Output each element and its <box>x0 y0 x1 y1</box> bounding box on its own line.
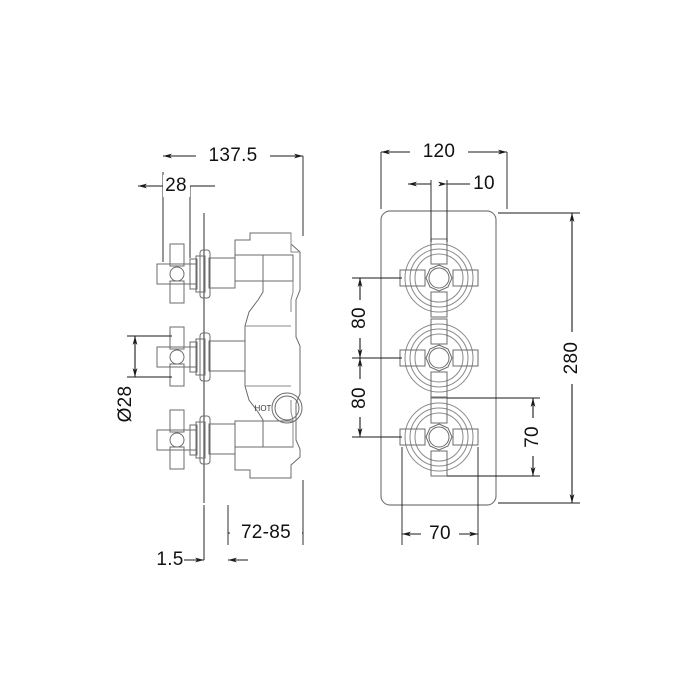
side-valve-assembly-bottom <box>156 409 294 470</box>
side-valve-assembly-top <box>156 243 294 304</box>
dimension-80-bottom: 80 <box>349 358 371 437</box>
dimension-label-80-bottom: 80 <box>349 387 370 409</box>
dimension-label-70-horizontal: 70 <box>429 523 451 544</box>
dimension-72-85: 72-85 <box>228 522 303 544</box>
dimension-70-vertical: 70 <box>522 398 544 476</box>
dimension-280: 280 <box>561 213 583 503</box>
hot-label: HOT <box>255 404 272 413</box>
dimension-28: 28 <box>138 175 215 197</box>
dimension-diameter-28: Ø28 <box>115 336 138 423</box>
side-handle-bottom <box>156 409 198 470</box>
hot-port: HOT <box>255 392 303 424</box>
dimension-label-diameter-28: Ø28 <box>115 386 136 423</box>
side-view-extension-lines <box>127 156 304 560</box>
dimension-label-28: 28 <box>165 175 187 196</box>
dimension-10: 10 <box>408 173 495 194</box>
dimension-label-137-5: 137.5 <box>208 145 257 166</box>
dimension-label-80-top: 80 <box>349 307 370 329</box>
side-valve-body-outline <box>234 232 301 479</box>
front-handle-top <box>399 238 479 318</box>
dimension-1-5: 1.5 <box>156 549 248 570</box>
dimension-70-horizontal: 70 <box>402 523 478 545</box>
side-view-group: HOT 137.5 28 Ø <box>115 145 304 570</box>
dimension-120: 120 <box>381 141 507 163</box>
front-view-group: 120 10 80 80 280 70 <box>349 141 583 545</box>
dimension-label-10: 10 <box>473 173 495 194</box>
side-valve-assembly-middle <box>156 326 246 387</box>
dimension-label-280: 280 <box>561 342 582 375</box>
dimension-80-top: 80 <box>349 278 371 358</box>
dimension-label-1-5: 1.5 <box>156 549 183 570</box>
dimension-label-72-85: 72-85 <box>241 522 291 543</box>
dimension-137-5: 137.5 <box>163 145 303 167</box>
dimension-label-70-vertical: 70 <box>522 426 543 448</box>
dimension-label-120: 120 <box>423 141 456 162</box>
front-handle-middle <box>399 318 479 398</box>
front-handle-bottom <box>399 397 479 477</box>
